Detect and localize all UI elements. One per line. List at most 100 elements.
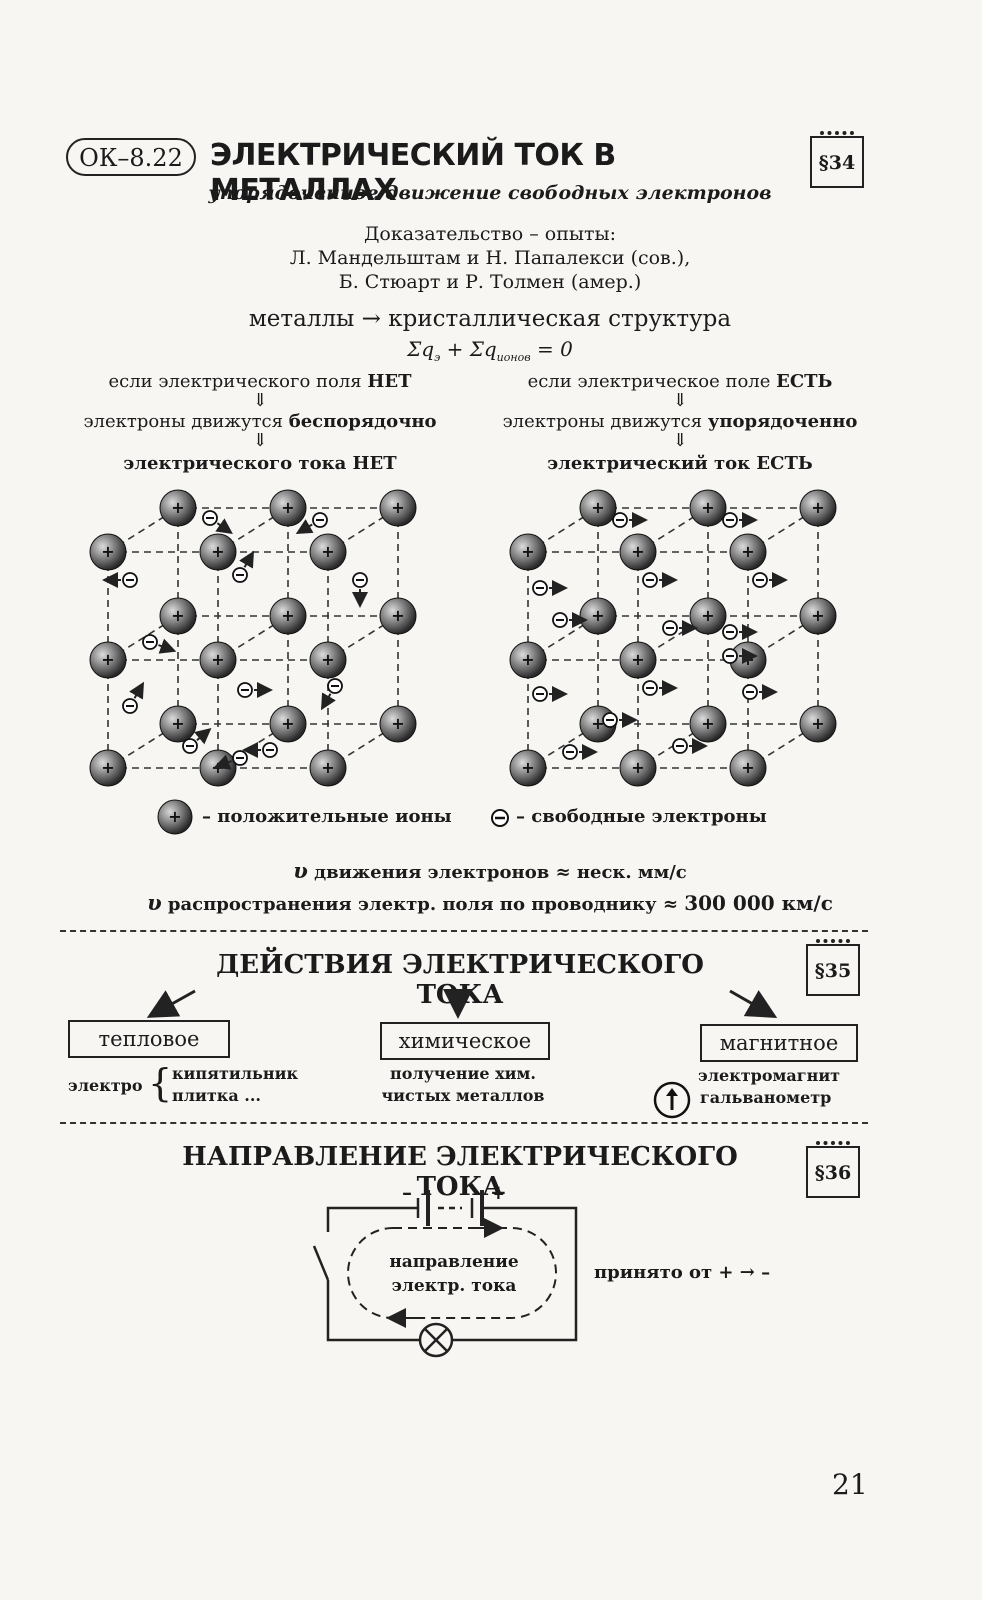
electron-icon (662, 620, 698, 636)
chemical-line-1: получение хим. (390, 1064, 536, 1083)
charge-formula: Σqэ + Σqионов = 0 (300, 337, 680, 364)
direction-label-1: направление (389, 1252, 519, 1272)
svg-text:+: + (211, 758, 224, 777)
svg-text:+: + (281, 498, 294, 517)
chemical-line-2: чистых металлов (381, 1086, 545, 1105)
section-badge-36: §36 (806, 1141, 860, 1198)
field-speed: υ распространения электр. поля по провод… (90, 890, 890, 915)
ion-icon: + (159, 705, 197, 743)
arrow-down-icon: ⇓ (252, 430, 268, 451)
ion-icon: + (509, 749, 547, 787)
magnetic-item-2: гальванометр (700, 1088, 832, 1107)
thermal-item-2: плитка ... (172, 1086, 261, 1105)
direction-title: НАПРАВЛЕНИЕ ЭЛЕКТРИЧЕСКОГО ТОКА (182, 1142, 738, 1202)
svg-text:+: + (741, 758, 754, 777)
section-label: §35 (814, 960, 852, 982)
svg-text:+: + (101, 650, 114, 669)
plus-sign: + (490, 1180, 507, 1204)
ion-icon: + (269, 489, 307, 527)
electron-icon (752, 572, 788, 588)
page-number: 21 (832, 1468, 868, 1501)
section-label: §34 (818, 152, 856, 174)
ion-icon: + (689, 489, 727, 527)
ion-icon: + (509, 641, 547, 679)
ion-icon: + (379, 597, 417, 635)
magnetic-box: магнитное (700, 1024, 858, 1062)
text: беспорядочно (288, 411, 437, 432)
ion-icon: + (199, 641, 237, 679)
ion-icon: + (89, 641, 127, 679)
ion-icon: + (799, 597, 837, 635)
ion-icon: + (689, 597, 727, 635)
text: 300 000 км/с (684, 891, 833, 915)
text: распространения электр. поля по проводни… (161, 894, 685, 915)
direction-label-2: электр. тока (391, 1276, 517, 1296)
ion-icon: + (199, 749, 237, 787)
svg-text:+: + (741, 542, 754, 561)
svg-text:+: + (211, 542, 224, 561)
svg-text:+: + (101, 758, 114, 777)
section-badge-35: §35 (806, 939, 860, 996)
ion-icon: + (729, 749, 767, 787)
electron-icon (242, 742, 278, 758)
svg-text:+: + (811, 606, 824, 625)
svg-text:+: + (101, 542, 114, 561)
proof-line-2: Б. Стюарт и Р. Толмен (амер.) (338, 271, 642, 293)
ion-icon: + (157, 799, 193, 835)
ion-icon: + (379, 705, 417, 743)
text: если электрическое поле (527, 371, 777, 392)
text: НЕТ (367, 371, 412, 392)
electron-icon (122, 681, 145, 714)
electron-icon (642, 572, 678, 588)
electron-icon (562, 744, 598, 760)
svg-text:+: + (591, 714, 604, 733)
ion-icon: + (89, 533, 127, 571)
lattice-chaotic-diagram: ++++++++++++++++++ (89, 489, 417, 787)
right-motion: электроны движутся упорядоченно (470, 410, 890, 434)
arrow-down-icon: ⇓ (672, 430, 688, 451)
svg-text:+: + (281, 606, 294, 625)
ion-icon: + (269, 705, 307, 743)
svg-text:+: + (171, 714, 184, 733)
lattice-ordered-diagram: ++++++++++++++++++ (509, 489, 837, 787)
electron-icon (182, 728, 212, 754)
electron-icon (237, 682, 273, 698)
ion-icon: + (199, 533, 237, 571)
formula-part: + Σq (440, 337, 497, 361)
text: упорядоченно (707, 411, 858, 432)
text: ЕСТЬ (776, 371, 833, 392)
page-title: ЭЛЕКТРИЧЕСКИЙ ТОК В МЕТАЛЛАХ (210, 138, 616, 208)
formula-part: = 0 (530, 337, 573, 361)
text: если электрического поля (108, 371, 368, 392)
text: электроны движутся (502, 411, 708, 432)
electron-icon (532, 686, 568, 702)
electron-icon (532, 580, 568, 596)
ion-icon: + (619, 533, 657, 571)
structure-line: металлы → кристаллическая структура (248, 306, 732, 332)
thermal-prefix: электро (68, 1076, 143, 1095)
divider (60, 1122, 868, 1124)
electron-icon (552, 612, 588, 628)
electron-icon (295, 512, 328, 535)
electron-icon (742, 684, 778, 700)
ion-icon: + (159, 597, 197, 635)
electron-icon (722, 512, 758, 528)
svg-text:+: + (591, 606, 604, 625)
svg-text:+: + (321, 542, 334, 561)
svg-text:+: + (591, 498, 604, 517)
galvanometer-icon (653, 1081, 691, 1119)
text: движения электронов ≈ неск. мм/с (307, 862, 687, 883)
svg-text:+: + (321, 650, 334, 669)
svg-text:+: + (171, 606, 184, 625)
circuit-diagram (312, 1190, 578, 1358)
electron-icon (722, 648, 758, 664)
section-badge-34: §34 (810, 131, 864, 188)
ion-icon: + (509, 533, 547, 571)
svg-text:+: + (631, 542, 644, 561)
brace-icon: { (148, 1061, 173, 1105)
formula-sub: ионов (496, 351, 531, 364)
ion-icon: + (579, 597, 617, 635)
ion-legend-label: – положительные ионы (202, 806, 452, 827)
ion-icon: + (89, 749, 127, 787)
left-motion: электроны движутся беспорядочно (40, 410, 480, 434)
